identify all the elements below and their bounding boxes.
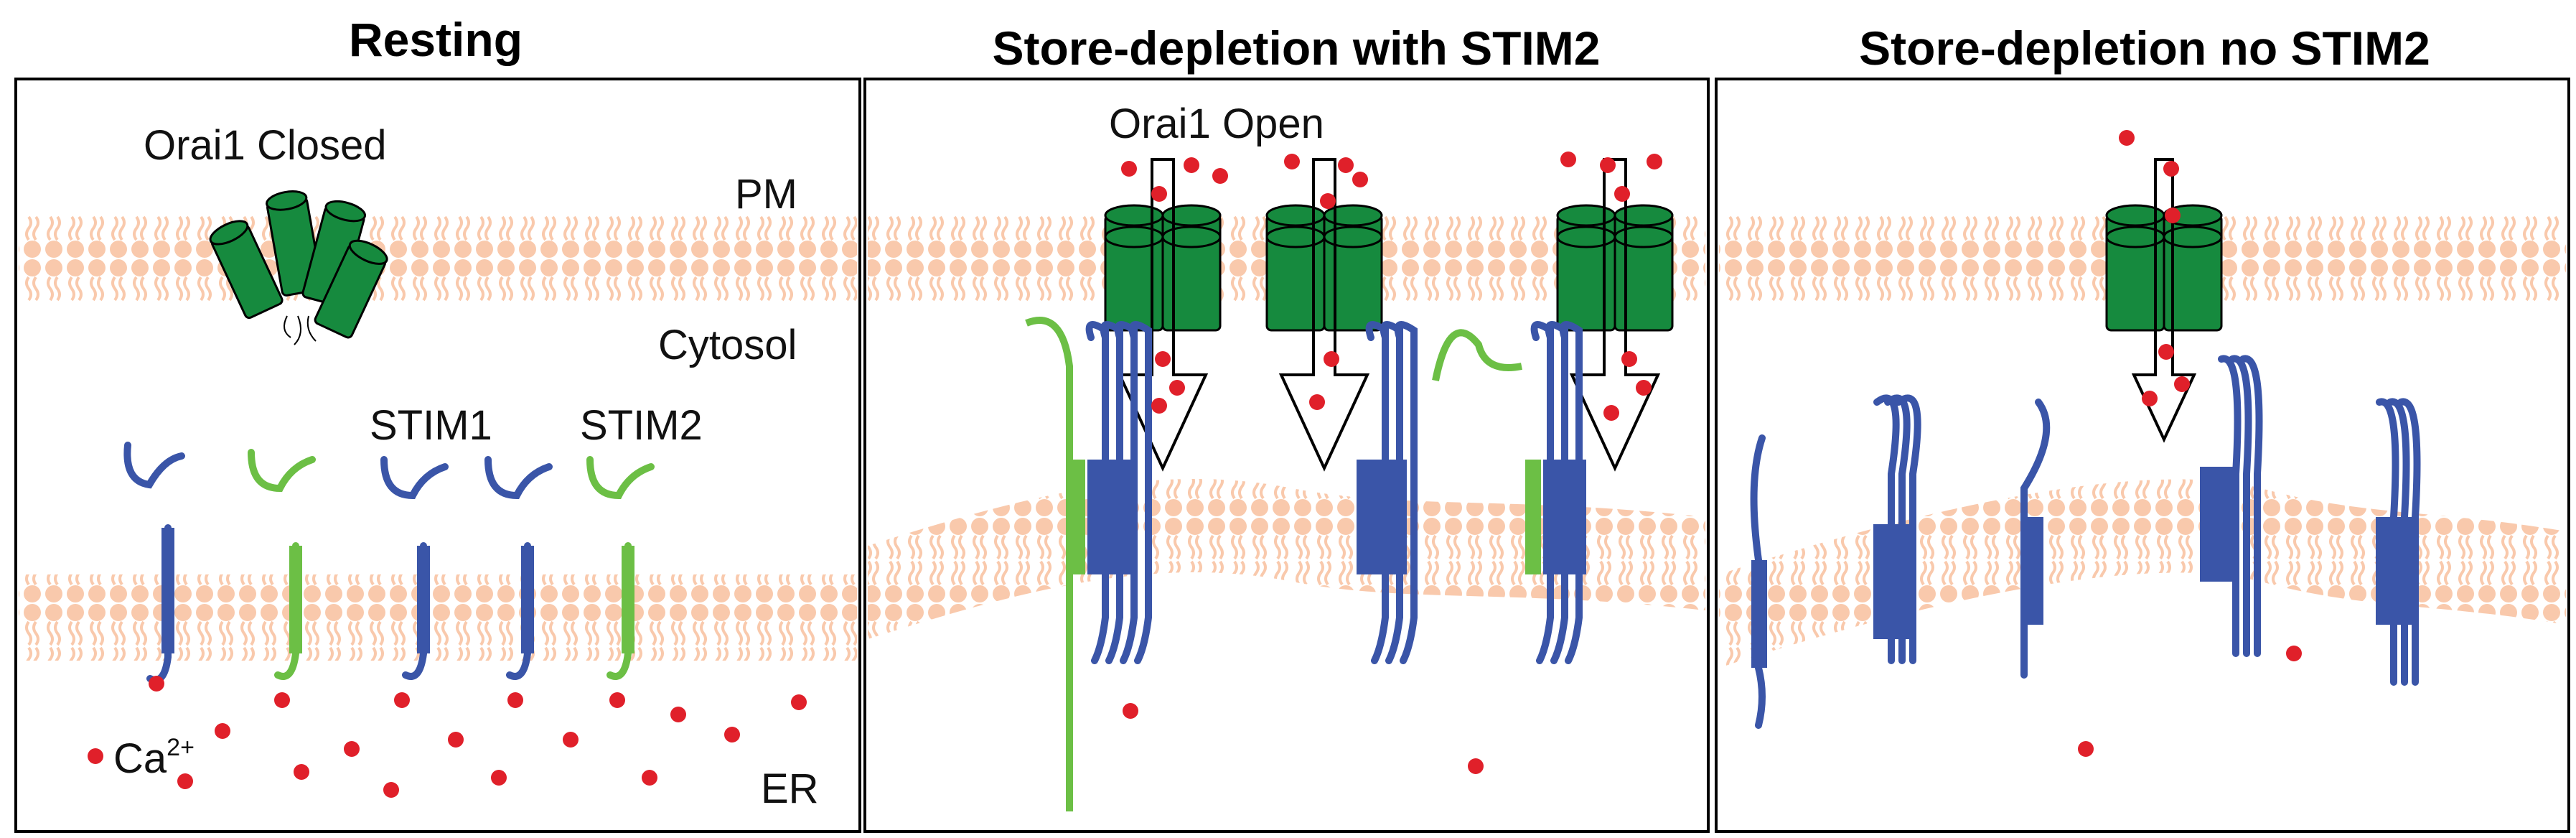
stim1-protein-icon [1087,460,1586,574]
stim2-protein-icon [586,456,655,680]
calcium-ion-icon [88,676,807,798]
calcium-ion-icon [1121,152,1662,774]
panel-resting: Orai1 Closed PM Cytosol STIM1 STIM2 Ca2+… [14,78,861,833]
label-pm: PM [735,171,797,218]
stim2-protein-icon [248,449,316,680]
label-cytosol: Cytosol [658,322,797,368]
stim1-protein-icon [380,456,449,680]
label-stim2: STIM2 [580,402,703,449]
calcium-flux-arrow-icon [2131,158,2197,443]
panel-title-resting: Resting [349,13,523,66]
orai1-channel-icon [209,190,388,345]
stim1-protein-icon [484,456,553,680]
label-er: ER [761,765,819,812]
er-membrane [19,574,857,661]
label-calcium: Ca2+ [113,734,195,782]
calcium-ion-icon [2078,130,2302,757]
orai1-channel-icon [1104,204,1674,332]
panel-title-store-depletion-no-stim2: Store-depletion no STIM2 [1859,22,2430,75]
orai1-channel-icon [2105,204,2223,332]
label-orai1-closed: Orai1 Closed [144,122,386,169]
stim1-protein-icon [1751,467,2412,668]
stim2-protein-icon [1025,317,1541,811]
label-orai1-open: Orai1 Open [1109,101,1324,147]
stim1-protein-icon [1750,355,2421,729]
panel-store-depletion-no-stim2 [1715,78,2570,833]
label-stim1: STIM1 [370,402,492,449]
er-membrane [1719,479,2566,668]
panel-store-depletion-with-stim2: Orai1 Open [863,78,1710,833]
plasma-membrane [19,215,857,302]
panel-title-store-depletion-with-stim2: Store-depletion with STIM2 [992,22,1600,75]
